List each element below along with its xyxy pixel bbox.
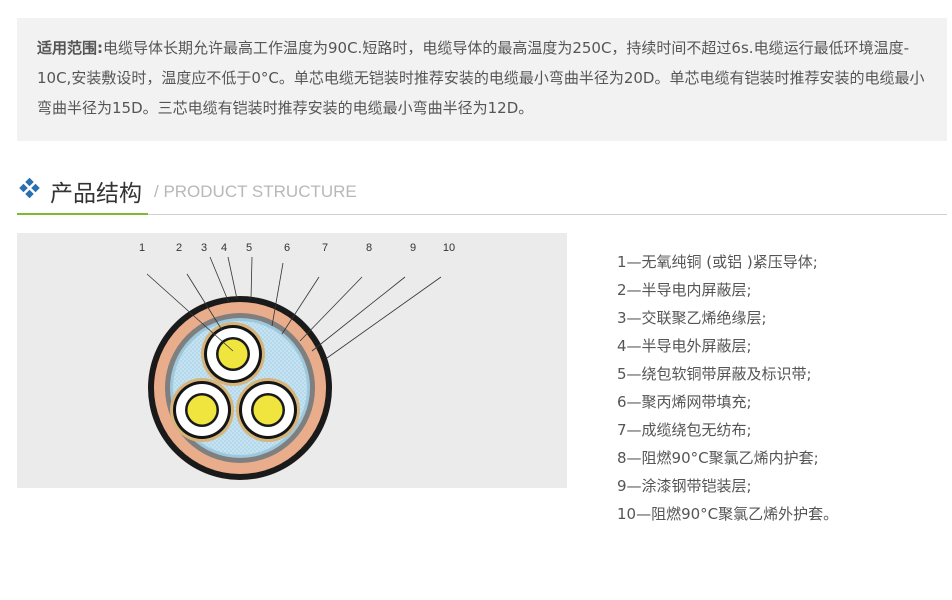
callout-3: 3 [201, 242, 207, 254]
scope-text: 电缆导体长期允许最高工作温度为90C.短路时，电缆导体的最高温度为250C，持续… [37, 39, 925, 117]
core-left [170, 378, 234, 442]
core-top [201, 322, 265, 386]
cable-cross-section-svg: 1 2 3 4 5 6 7 8 9 10 [139, 242, 455, 480]
callout-6: 6 [284, 242, 290, 254]
legend-item-8: 8—阻燃90°C聚氯乙烯内护套; [617, 449, 819, 467]
callout-leaders [146, 256, 442, 359]
section-accent-underline [17, 213, 148, 215]
callout-8: 8 [366, 242, 372, 254]
legend-item-9: 9—涂漆钢带铠装层; [617, 477, 752, 495]
diamond-cluster-icon [19, 178, 40, 199]
section-title: 产品结构 [50, 181, 142, 207]
section-subtitle: / PRODUCT STRUCTURE [154, 182, 357, 201]
legend-item-3: 3—交联聚乙烯绝缘层; [617, 309, 767, 327]
callout-7: 7 [322, 242, 328, 254]
legend-item-6: 6—聚丙烯网带填充; [617, 393, 752, 411]
legend-item-7: 7—成缆绕包无纺布; [617, 421, 752, 439]
callout-numbers: 1 2 3 4 5 6 7 8 9 10 [139, 242, 455, 254]
structure-legend: 1—无氧纯铜 (或铝 )紧压导体; 2—半导电内屏蔽层; 3—交联聚乙烯绝缘层;… [617, 248, 937, 528]
callout-1: 1 [139, 242, 145, 254]
product-structure-header: 产品结构 / PRODUCT STRUCTURE [17, 170, 947, 215]
legend-item-1: 1—无氧纯铜 (或铝 )紧压导体; [617, 253, 818, 271]
callout-10: 10 [443, 242, 455, 254]
legend-item-5: 5—绕包软铜带屏蔽及标识带; [617, 365, 812, 383]
core-right [236, 378, 300, 442]
legend-item-10: 10—阻燃90°C聚氯乙烯外护套。 [617, 505, 839, 523]
legend-item-2: 2—半导电内屏蔽层; [617, 281, 752, 299]
legend-item-4: 4—半导电外屏蔽层; [617, 337, 752, 355]
callout-9: 9 [410, 242, 416, 254]
application-scope-box: 适用范围:电缆导体长期允许最高工作温度为90C.短路时，电缆导体的最高温度为25… [17, 18, 947, 141]
callout-5: 5 [246, 242, 252, 254]
cable-cross-section-diagram: 1 2 3 4 5 6 7 8 9 10 [17, 233, 567, 488]
callout-4: 4 [221, 242, 227, 254]
callout-2: 2 [176, 242, 182, 254]
scope-label: 适用范围: [37, 39, 103, 57]
